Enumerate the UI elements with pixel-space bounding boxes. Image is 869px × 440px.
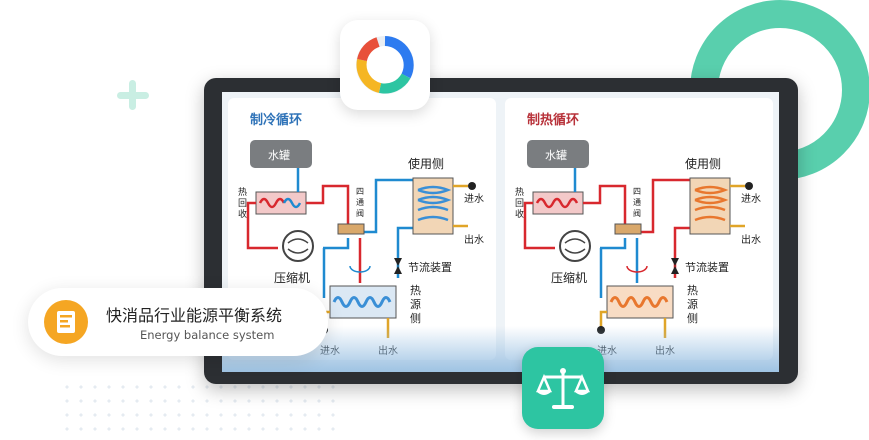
heat-recovery-label-3: 收	[515, 208, 524, 220]
water-tank	[527, 140, 589, 168]
heat-recovery-exchanger	[532, 191, 584, 215]
source-label-2: 源	[687, 297, 698, 311]
use-water-out: 出水	[464, 233, 484, 246]
card-subtitle: Energy balance system	[140, 328, 275, 342]
compressor-label: 压缩机	[274, 270, 310, 285]
heat-recovery-label-3: 收	[238, 208, 247, 220]
app-logo	[340, 20, 430, 110]
water-tank	[250, 140, 312, 168]
cooling-title: 制冷循环	[250, 112, 302, 128]
card-title: 快消品行业能源平衡系统	[106, 306, 283, 325]
tank-label: 水罐	[545, 149, 567, 162]
heat-recovery-label-1: 热	[515, 186, 524, 198]
four-way-valve	[337, 223, 365, 235]
four-way-label-1: 四	[356, 187, 364, 196]
decor-dots	[60, 380, 340, 435]
compressor-icon	[282, 230, 314, 262]
heat-recovery-label-2: 回	[238, 198, 247, 209]
cooling-cycle-diagram: 制冷循环 水罐 热 回 收 四 通 阀	[238, 112, 484, 357]
four-way-label-3: 阀	[356, 209, 364, 218]
compressor-label: 压缩机	[551, 270, 587, 285]
use-water-in: 进水	[741, 193, 761, 205]
source-side-exchanger	[606, 285, 674, 319]
tank-label: 水罐	[268, 149, 290, 162]
heating-title: 制热循环	[527, 112, 579, 128]
document-icon	[44, 300, 88, 344]
heating-cycle-panel: 制热循环 水罐 热 回 收 四 通 阀 使用侧 进水	[505, 98, 773, 360]
source-label-1: 热	[687, 284, 698, 297]
balance-app-icon	[522, 347, 604, 429]
scale-icon	[536, 368, 590, 409]
source-label-3: 侧	[410, 312, 421, 325]
four-way-valve	[614, 223, 642, 235]
heat-recovery-label-1: 热	[238, 186, 247, 198]
use-side-label: 使用侧	[685, 156, 721, 171]
throttle-valve-icon	[394, 258, 402, 266]
plus-icon	[117, 80, 149, 110]
four-way-label-2: 通	[356, 197, 364, 207]
source-side-exchanger	[329, 285, 397, 319]
throttle-valve-icon	[671, 258, 679, 266]
use-water-out: 出水	[741, 233, 761, 246]
use-water-in: 进水	[464, 193, 484, 205]
heat-recovery-label-2: 回	[515, 198, 524, 209]
source-label-1: 热	[410, 284, 421, 297]
source-label-3: 侧	[687, 312, 698, 325]
throttle-label: 节流装置	[685, 260, 729, 274]
four-way-label-2: 通	[633, 197, 641, 207]
use-side-label: 使用侧	[408, 156, 444, 171]
source-label-2: 源	[410, 297, 421, 311]
compressor-icon	[559, 230, 591, 262]
heating-cycle-diagram: 制热循环 水罐 热 回 收 四 通 阀 使用侧 进水	[515, 112, 761, 357]
system-info-card: 快消品行业能源平衡系统 Energy balance system	[28, 288, 328, 356]
heat-recovery-exchanger	[255, 191, 307, 215]
four-way-label-1: 四	[633, 187, 641, 196]
four-way-label-3: 阀	[633, 209, 641, 218]
donut-chart-icon	[356, 36, 414, 94]
throttle-label: 节流装置	[408, 260, 452, 274]
